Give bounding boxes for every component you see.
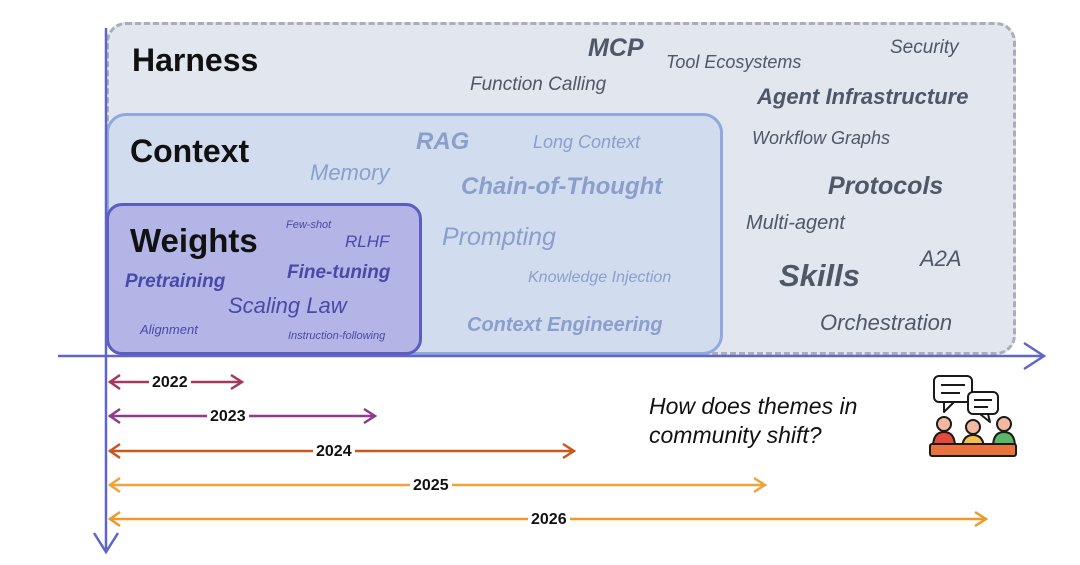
- weights-term: Pretraining: [125, 271, 226, 292]
- context-term: Chain-of-Thought: [461, 173, 663, 200]
- harness-term: Security: [890, 37, 959, 58]
- harness-term: Tool Ecosystems: [666, 52, 802, 72]
- context-term: Memory: [310, 160, 390, 185]
- weights-term: Alignment: [140, 322, 198, 337]
- community-discussion-icon: [929, 375, 1017, 457]
- harness-term: Multi-agent: [746, 212, 845, 234]
- year-label-2023: 2023: [207, 409, 249, 425]
- weights-term: Scaling Law: [228, 293, 347, 318]
- harness-term: Agent Infrastructure: [757, 84, 969, 109]
- harness-term: Skills: [779, 258, 860, 293]
- context-term: Knowledge Injection: [528, 269, 672, 286]
- vertical-axis-arrowhead: [92, 532, 120, 555]
- harness-term: A2A: [920, 246, 962, 271]
- weights-heading: Weights: [130, 222, 258, 259]
- context-term: Context Engineering: [467, 314, 663, 336]
- weights-layer-box: [106, 203, 422, 355]
- context-term: Long Context: [533, 132, 641, 152]
- harness-term: Protocols: [828, 172, 944, 200]
- weights-term: Few-shot: [286, 219, 332, 231]
- harness-term: Orchestration: [820, 310, 953, 335]
- year-label-2025: 2025: [410, 478, 452, 494]
- weights-term: RLHF: [345, 232, 390, 251]
- question-text: How does themes in community shift?: [649, 393, 858, 448]
- horizontal-axis-arrowhead: [1023, 341, 1047, 371]
- context-term: RAG: [416, 128, 470, 155]
- year-label-2026: 2026: [528, 512, 570, 528]
- weights-term: Fine-tuning: [287, 262, 391, 283]
- harness-term: Workflow Graphs: [752, 128, 891, 148]
- year-label-2024: 2024: [313, 444, 355, 460]
- harness-term: MCP: [588, 34, 644, 62]
- year-label-2022: 2022: [149, 375, 191, 391]
- weights-term: Instruction-following: [288, 330, 386, 342]
- context-term: Prompting: [442, 223, 556, 251]
- harness-heading: Harness: [132, 42, 259, 78]
- harness-term: Function Calling: [470, 74, 607, 95]
- context-heading: Context: [130, 133, 250, 169]
